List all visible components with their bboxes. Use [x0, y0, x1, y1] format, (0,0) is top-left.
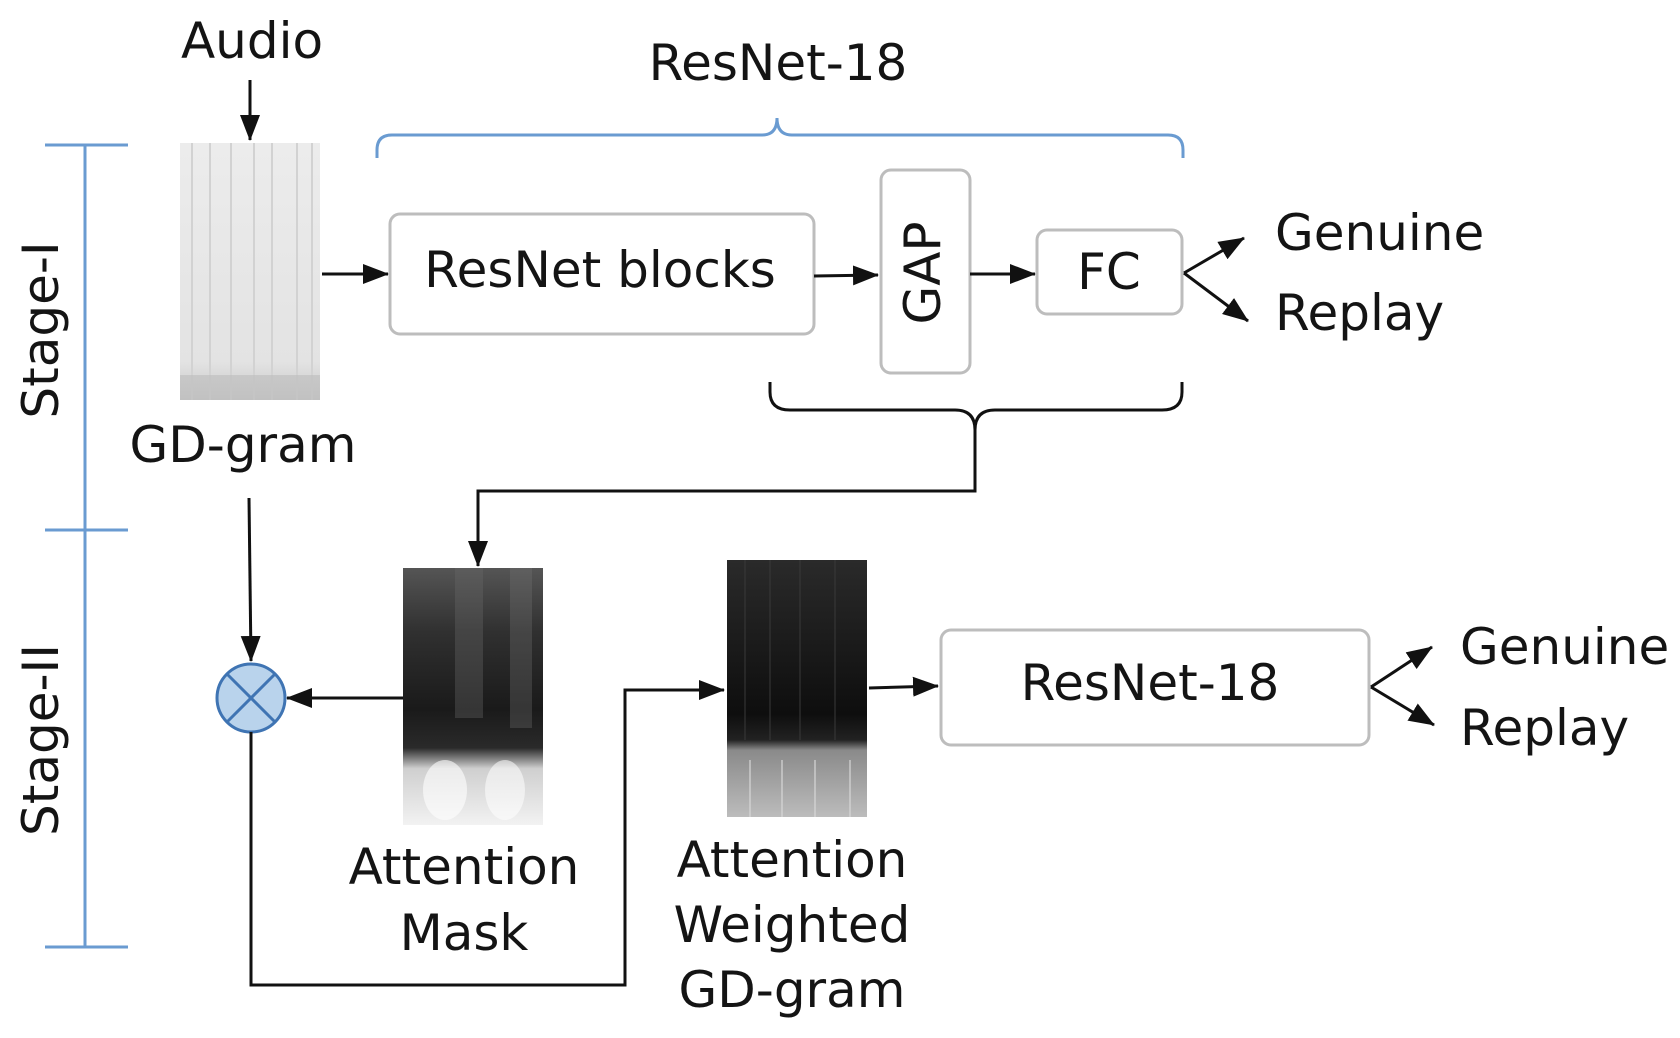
audio-label: Audio	[181, 12, 323, 70]
resnet-blocks-label: ResNet blocks	[424, 241, 776, 299]
stage2-label: Stage-II	[12, 644, 70, 836]
weighted-to-resnet-arrow	[868, 676, 939, 697]
stage1-replay-label: Replay	[1275, 284, 1444, 342]
gap-label: GAP	[894, 221, 952, 324]
brace-to-mask-arrow	[468, 430, 977, 567]
stage2-genuine-label: Genuine	[1460, 618, 1669, 676]
fc-label: FC	[1077, 243, 1141, 301]
attention-mask-label-line1: Attention	[349, 838, 580, 896]
resnet18-brace	[375, 117, 1185, 158]
gd-gram-label: GD-gram	[130, 416, 357, 474]
fc-genuine-arrow	[1183, 236, 1245, 275]
resnet-blocks-box	[388, 212, 816, 336]
weighted-label-line2: Weighted	[674, 896, 911, 954]
stage-ruler	[45, 143, 128, 949]
stage2-resnet18-label: ResNet-18	[1021, 654, 1280, 712]
gd-gram-image	[180, 143, 320, 400]
gap-fc-brace	[768, 382, 1184, 431]
stage2-genuine-arrow	[1370, 645, 1433, 689]
resnet18-bracket-label: ResNet-18	[649, 34, 908, 92]
multiply-to-weighted-arrow	[249, 680, 725, 987]
stage1-genuine-label: Genuine	[1275, 204, 1484, 262]
weighted-label-line1: Attention	[677, 831, 908, 889]
resnet-to-gap-arrow	[813, 265, 879, 286]
stage1-label: Stage-I	[12, 241, 70, 418]
stage2-resnet18-box	[939, 628, 1371, 747]
stage2-replay-arrow	[1370, 685, 1435, 727]
gap-box	[879, 168, 972, 375]
multiply-operator-icon	[215, 662, 287, 734]
fc-replay-arrow	[1183, 271, 1249, 323]
stage2-replay-label: Replay	[1460, 699, 1629, 757]
gd-to-multiply-arrow	[240, 497, 261, 662]
weighted-gd-gram-image	[727, 560, 867, 817]
weighted-label-line3: GD-gram	[679, 961, 906, 1019]
attention-mask-image	[403, 568, 543, 825]
attention-mask-label-line2: Mask	[400, 904, 529, 962]
fc-box	[1035, 228, 1184, 316]
